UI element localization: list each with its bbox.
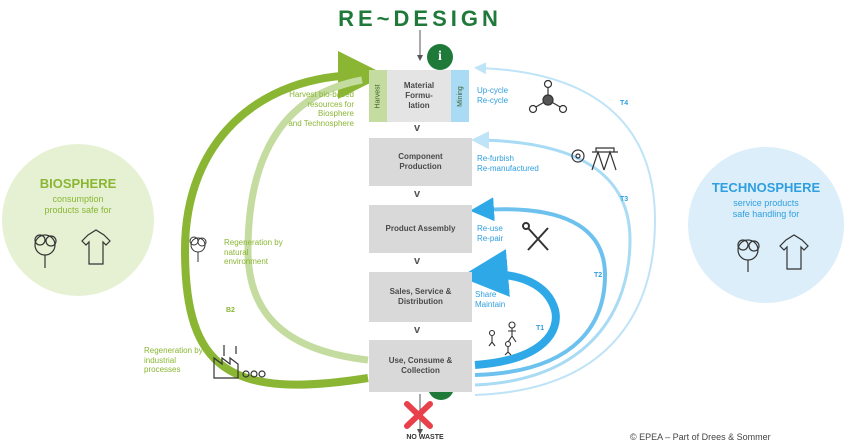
share-label: Share Maintain [475,290,506,309]
use-consume-box: Use, Consume & Collection [369,340,472,392]
sales-distribution-box: Sales, Service & Distribution [369,272,472,322]
t1-tag: T1 [536,325,545,332]
reuse-label: Re-use Re-pair [477,224,504,243]
technosphere-circle [688,147,844,303]
biosphere-subtitle: consumption products safe for [44,194,112,216]
cross-icon [404,401,433,429]
technosphere-tshirt-icon [779,234,809,270]
b1-tag: B1 [318,380,327,387]
t4-tag: T4 [620,100,629,107]
regen-natural-label: Regeneration by natural environment [224,238,283,267]
technosphere-tree-icon [737,239,760,272]
info-icon-top[interactable]: i [427,44,453,70]
component-production-box: Component Production [369,138,472,186]
mining-strip [451,70,469,122]
mining-label: Mining [456,85,464,107]
b2-loop [244,76,369,364]
t3-tag: T3 [620,196,629,203]
chevron-2: v [414,188,421,200]
t3-loop [471,131,632,387]
biosphere-tshirt-icon [81,229,111,265]
copyright-text: © EPEA – Part of Drees & Sommer [630,432,771,442]
tools-icon [522,222,549,251]
harvest-strip [369,70,387,122]
chevron-3: v [414,255,421,267]
redesign-title: RE~DESIGN [338,6,502,31]
regen-industrial-label: Regeneration by industrial processes [144,346,203,375]
chevron-4: v [414,324,421,336]
molecule-icon [528,79,568,114]
technosphere-subtitle: service products safe handling for [732,198,800,220]
people-icon [488,321,517,356]
harvest-note: Harvest bio-based resources for Biospher… [288,90,354,128]
b2-tag: B2 [226,307,235,314]
product-assembly-box: Product Assembly [369,205,472,253]
upcycle-label: Up-cycle Re-cycle [477,86,509,105]
refurbish-label: Re-furbish Re-manufactured [477,154,539,173]
harvest-label-wrap: Harvest [371,70,385,122]
t4-loop [474,62,657,396]
biosphere-circle [2,144,154,296]
t1-loop [460,249,560,369]
factory-icon [213,345,266,379]
harvest-label: Harvest [374,83,382,109]
t2-loop [470,197,608,377]
no-waste-label: NO WASTE [406,434,444,441]
technosphere-title: TECHNOSPHERE [711,180,821,195]
b1-loop [180,51,386,389]
gears-icon [571,147,618,171]
chevron-1: v [414,122,421,134]
biosphere-title: BIOSPHERE [39,176,117,191]
material-formulation-box: Material Formu- lation [387,70,451,122]
biosphere-tree-icon [34,234,57,268]
mining-label-wrap: Mining [453,70,467,122]
natural-tree-icon [189,236,207,262]
t2-tag: T2 [594,272,603,279]
